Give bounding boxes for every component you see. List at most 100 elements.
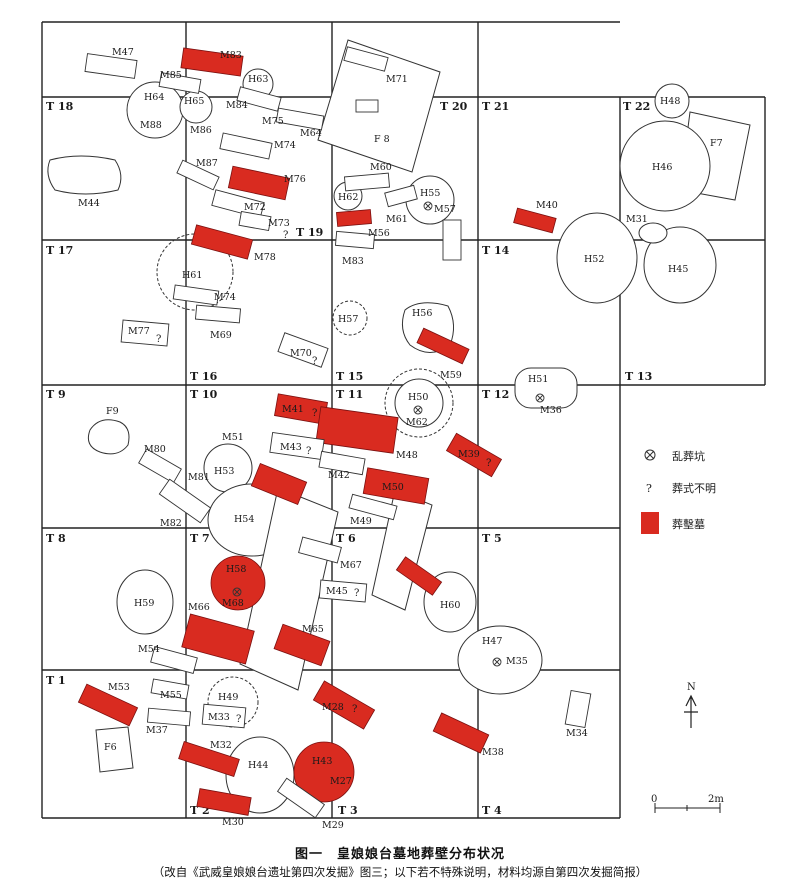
label-m35: M35 [506, 656, 528, 667]
label-m70: M70 [290, 348, 312, 359]
label-m69: M69 [210, 330, 232, 341]
grid-label-t10: T 10 [190, 388, 218, 401]
label-m67: M67 [340, 560, 362, 571]
label-h53: H53 [214, 466, 234, 477]
scale-end: 2m [708, 794, 724, 805]
legend-chaotic-pit-label: 乱葬坑 [672, 449, 705, 463]
tomb-m74a [219, 132, 273, 160]
label-h44: H44 [248, 760, 268, 771]
grid-label-t6: T 6 [336, 532, 356, 545]
tomb-m33 [201, 703, 247, 729]
tomb-m57-box [442, 219, 462, 261]
label-m55: M55 [160, 690, 182, 701]
label-m43: M43 [280, 442, 302, 453]
label-m68: M68 [222, 598, 244, 609]
label-m74b: M74 [214, 292, 236, 303]
tomb-m55 [150, 678, 190, 700]
tomb-m60 [343, 172, 391, 192]
label-m42: M42 [328, 470, 350, 481]
label-h46: H46 [652, 162, 672, 173]
grid-label-t12: T 12 [482, 388, 509, 401]
label-m86: M86 [190, 125, 212, 136]
grid-label-t15: T 15 [336, 370, 363, 383]
label-m85: M85 [160, 70, 182, 81]
tomb-m80 [138, 448, 182, 484]
label-m50: M50 [382, 482, 404, 493]
tomb-m47 [84, 53, 138, 79]
grid-label-t17: T 17 [46, 244, 73, 257]
grid-label-t5: T 5 [482, 532, 502, 545]
label-h50: H50 [408, 392, 428, 403]
tomb-m53-red [77, 683, 139, 727]
symbol-marks: ? ? ? ? ? ? ? ? ? [156, 201, 545, 725]
label-m78: M78 [254, 252, 276, 263]
label-m75: M75 [262, 116, 284, 127]
pit-h61 [156, 233, 234, 311]
grid-label-t16: T 16 [190, 370, 218, 383]
tomb-m83-red [180, 47, 244, 77]
pit-h59 [116, 569, 174, 635]
label-m51: M51 [222, 432, 244, 443]
pit-h45 [643, 226, 717, 304]
label-m33: M33 [208, 712, 230, 723]
label-f6: F6 [104, 742, 117, 753]
label-h56: H56 [412, 308, 432, 319]
label-m34: M34 [566, 728, 588, 739]
tomb-m45 [318, 579, 368, 603]
grid-label-t3: T 3 [338, 804, 358, 817]
pit-h47 [457, 625, 543, 695]
label-f8: F 8 [374, 134, 390, 145]
label-f9: F9 [106, 406, 119, 417]
adobe-wall-tombs [77, 47, 557, 816]
tomb-m32-red [178, 740, 240, 778]
legend-chaotic-pit-icon [644, 449, 656, 461]
pit-h49 [207, 676, 259, 728]
grid-label-t1: T 1 [46, 674, 66, 687]
outlined-tombs [84, 46, 592, 819]
scale-bar: 0 2m [651, 794, 724, 813]
label-h62: H62 [338, 192, 358, 203]
tomb-m48-red [315, 406, 399, 454]
label-m84: M84 [226, 100, 248, 111]
label-m45: M45 [326, 586, 348, 597]
label-m77: M77 [128, 326, 150, 337]
label-m32: M32 [210, 740, 232, 751]
label-m66: M66 [188, 602, 210, 613]
pit-h46 [619, 120, 711, 212]
tomb-m76-red [227, 165, 291, 201]
tomb-m75 [236, 86, 282, 112]
tomb-m28-red [312, 680, 376, 730]
tomb-m59-red [416, 327, 470, 365]
tomb-m38-red [432, 712, 490, 754]
label-m47: M47 [112, 47, 134, 58]
label-m37: M37 [146, 725, 168, 736]
tomb-m74b [172, 284, 220, 306]
tomb-m54 [150, 646, 198, 674]
label-h49: H49 [218, 692, 238, 703]
label-h65: H65 [184, 96, 204, 107]
pit-h50-outer [384, 368, 454, 438]
pit-h50 [394, 378, 444, 428]
tomb-m31 [638, 222, 668, 244]
label-h43: H43 [312, 756, 332, 767]
label-m61: M61 [386, 214, 408, 225]
tomb-m30-red [196, 788, 252, 816]
north-arrow: N [684, 682, 698, 728]
tomb-m78-red [190, 224, 254, 260]
grid-label-t9: T 9 [46, 388, 66, 401]
label-m41: M41 [282, 404, 304, 415]
tomb-f8-inner [355, 99, 379, 113]
unknown-mark-m73: ? [283, 230, 288, 241]
label-h52: H52 [584, 254, 604, 265]
tomb-m70 [277, 332, 329, 368]
pit-h52 [556, 212, 638, 304]
label-h60: H60 [440, 600, 460, 611]
pit-h51 [514, 367, 578, 409]
tomb-h43-red [293, 741, 355, 803]
label-m30: M30 [222, 817, 244, 828]
pit-h57 [332, 300, 368, 336]
figure-caption: 图一 皇娘娘台墓地葬壁分布状况 [294, 847, 505, 862]
label-m28: M28 [322, 702, 344, 713]
tomb-m49 [348, 493, 398, 521]
tomb-m42 [318, 450, 366, 476]
